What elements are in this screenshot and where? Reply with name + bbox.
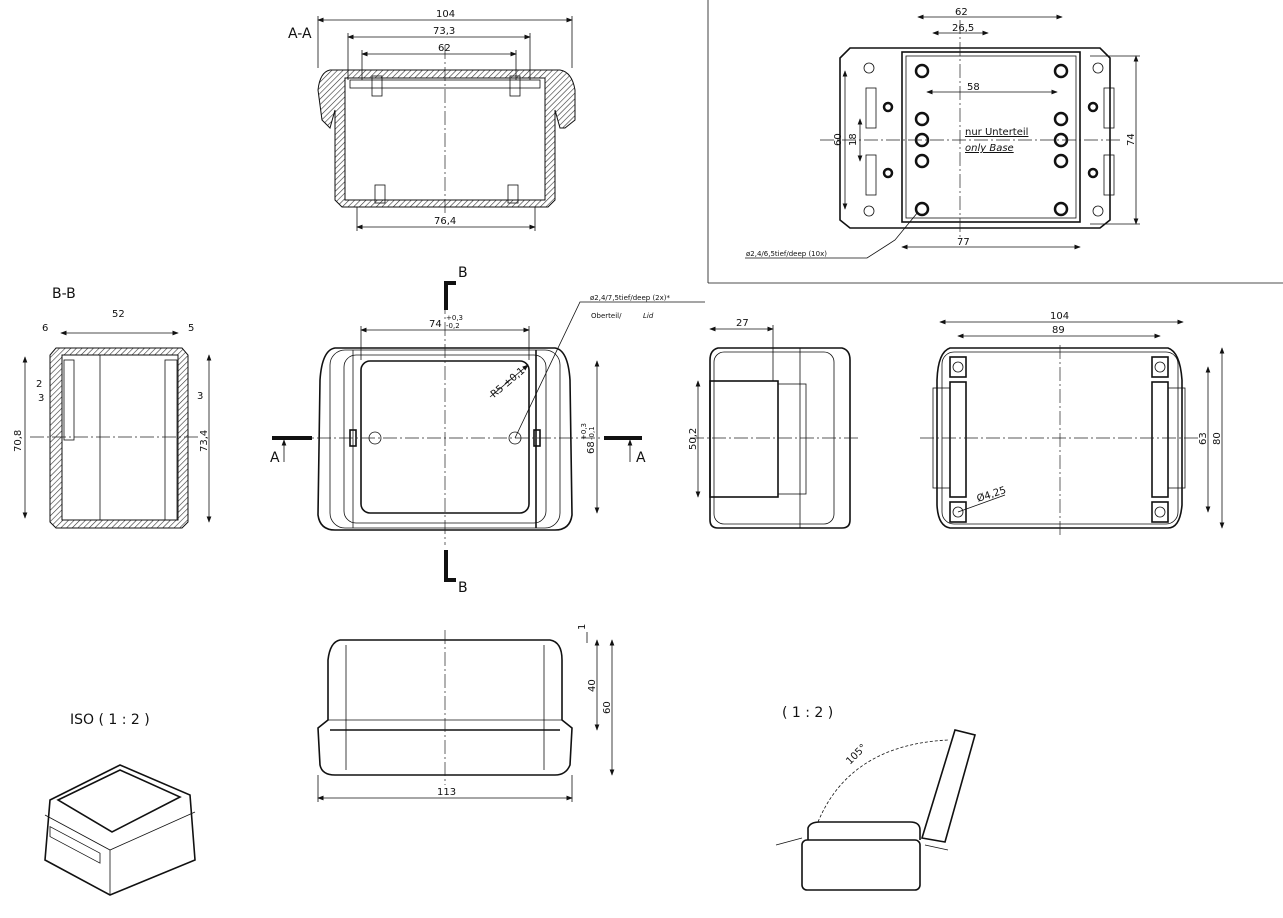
- radius-r5: R5 ±0,1: [489, 366, 527, 401]
- dim-3-right: 3: [197, 391, 203, 402]
- dim-d4-25: Ø4,25: [975, 484, 1007, 505]
- dim-68-tol-lower: -0,1: [588, 426, 596, 440]
- dim-58: 58: [967, 82, 980, 93]
- cut-a-left: A: [270, 450, 280, 466]
- dim-26-5: 26,5: [952, 23, 974, 34]
- iso-view: ISO ( 1 : 2 ): [44, 712, 196, 896]
- dim-1: 1: [577, 624, 588, 630]
- dim-68: 68: [586, 441, 597, 454]
- base-view: 62 26,5 58 60 18 74 77 nur Unterteil onl…: [745, 7, 1140, 259]
- side-view: 27 50,2: [688, 318, 860, 529]
- dim-73-3: 73,3: [433, 26, 455, 37]
- iso-label: ISO ( 1 : 2 ): [70, 712, 150, 728]
- dim-104: 104: [1050, 311, 1069, 322]
- section-a-a-title: A-A: [288, 26, 312, 42]
- lid-hole-note-de: Oberteil/: [591, 312, 622, 320]
- dim-40: 40: [587, 679, 598, 692]
- dim-80: 80: [1212, 432, 1223, 445]
- dim-60: 60: [833, 133, 844, 146]
- lid-hole-note-en: Lid: [643, 312, 654, 320]
- dim-74-tol-upper: +0,3: [446, 314, 463, 322]
- dim-70-8: 70,8: [13, 430, 24, 452]
- dim-62: 62: [955, 7, 968, 18]
- dim-50-2: 50,2: [688, 428, 699, 450]
- dim-60: 60: [602, 701, 613, 714]
- section-b-b: B-B 52 6 5 2 3 3 70,8 73,4: [13, 286, 212, 529]
- dim-77: 77: [957, 237, 970, 248]
- front-view: 113 1 40 60: [317, 624, 615, 802]
- dim-6: 6: [42, 323, 48, 334]
- dim-74: 74: [1126, 133, 1137, 146]
- hole-note-base: ø2,4/6,5tief/deep (10x): [746, 250, 827, 258]
- dim-62: 62: [438, 43, 451, 54]
- lid-hole-note: ø2,4/7,5tief/deep (2x)*: [590, 294, 671, 302]
- dim-113: 113: [437, 787, 456, 798]
- section-a-a: A-A 104 73,3 62 76,4: [288, 9, 576, 231]
- dim-52: 52: [112, 309, 125, 320]
- dim-18: 18: [848, 133, 859, 146]
- note-only-base: only Base: [965, 143, 1014, 154]
- dim-63: 63: [1198, 432, 1209, 445]
- dim-74: 74: [429, 319, 442, 330]
- top-view: 74 +0,3 -0,2 68 +0,3 -0,1 R5 ±0,1 ø2,4/7…: [270, 265, 705, 596]
- cut-b-bottom: B: [458, 580, 468, 596]
- dim-27: 27: [736, 318, 749, 329]
- cut-b-top: B: [458, 265, 468, 281]
- bottom-view: 104 89 63 80 Ø4,25: [920, 311, 1225, 535]
- note-nur-unterteil: nur Unterteil: [965, 127, 1028, 138]
- dim-3-left: 3: [38, 393, 44, 404]
- dim-104: 104: [436, 9, 455, 20]
- dim-89: 89: [1052, 325, 1065, 336]
- dim-74-tol-lower: -0,2: [446, 322, 460, 330]
- open-lid-view: ( 1 : 2 ) 105°: [775, 705, 976, 891]
- cut-a-right: A: [636, 450, 646, 466]
- dim-5: 5: [188, 323, 194, 334]
- dim-2: 2: [36, 379, 42, 390]
- section-b-b-title: B-B: [52, 286, 76, 302]
- dim-76-4: 76,4: [434, 216, 456, 227]
- dim-73-4: 73,4: [199, 430, 210, 452]
- open-view-label: ( 1 : 2 ): [782, 705, 833, 721]
- base-view-frame: [707, 0, 1283, 284]
- dim-68-tol-upper: +0,3: [580, 423, 588, 440]
